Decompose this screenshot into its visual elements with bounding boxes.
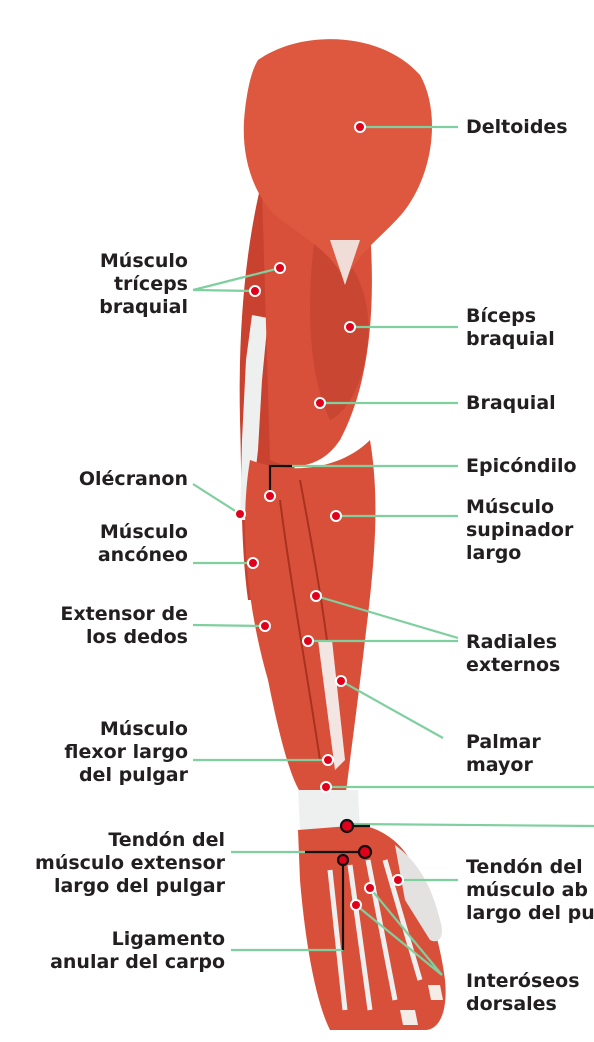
label-line: supinador: [466, 519, 573, 542]
label-triceps: Músculo tríceps braquial: [70, 250, 188, 319]
label-line: Tendón del: [0, 829, 225, 852]
dot-flexor: [323, 755, 333, 765]
label-line: Braquial: [466, 392, 556, 415]
dot-palmar: [336, 676, 346, 686]
leader-olecranon: [193, 484, 240, 514]
dot-olecranon: [235, 509, 245, 519]
label-line: tríceps: [70, 273, 188, 296]
label-palmar: Palmar mayor: [466, 731, 541, 777]
label-line: externos: [466, 654, 560, 677]
label-line: los dedos: [20, 626, 188, 649]
leader-triceps-2: [193, 290, 255, 291]
dot-braquial: [315, 398, 325, 408]
label-line: flexor largo: [20, 741, 188, 764]
label-line: músculo extensor: [0, 852, 225, 875]
dot-biceps: [345, 322, 355, 332]
label-line: Bíceps: [466, 305, 555, 328]
label-line: Palmar: [466, 731, 541, 754]
dot-ligament-black: [341, 820, 353, 832]
dot-tendon-extensor: [359, 846, 371, 858]
leader-offscreen-2: [347, 824, 594, 826]
dot-extensor: [260, 621, 270, 631]
label-line: del pulgar: [20, 764, 188, 787]
label-line: Olécranon: [40, 468, 188, 491]
label-line: mayor: [466, 754, 541, 777]
label-line: Músculo: [70, 250, 188, 273]
label-line: Interóseos: [466, 970, 580, 993]
label-radiales: Radiales externos: [466, 631, 560, 677]
label-interoseos: Interóseos dorsales: [466, 970, 580, 1016]
label-line: Ligamento: [0, 928, 225, 951]
label-anconeo: Músculo ancóneo: [40, 521, 188, 567]
label-epicondilo: Epicóndilo: [466, 455, 577, 478]
dot-ligamento: [338, 855, 348, 865]
label-line: dorsales: [466, 993, 580, 1016]
label-line: Epicóndilo: [466, 455, 577, 478]
dot-interoseos-1: [365, 883, 375, 893]
label-line: Músculo: [466, 496, 573, 519]
label-extensor-dedos: Extensor de los dedos: [20, 603, 188, 649]
label-line: ancóneo: [40, 544, 188, 567]
dot-anconeo: [248, 558, 258, 568]
dot-supinador: [331, 511, 341, 521]
dot-tendon-abductor: [393, 875, 403, 885]
label-flexor-pulgar: Músculo flexor largo del pulgar: [20, 718, 188, 787]
label-braquial: Braquial: [466, 392, 556, 415]
dot-deltoides: [355, 122, 365, 132]
label-line: Extensor de: [20, 603, 188, 626]
dot-interoseos-2: [351, 900, 361, 910]
label-line: largo del pulgar: [0, 875, 225, 898]
dot-epicondilo: [265, 491, 275, 501]
label-line: largo del pu: [466, 902, 594, 925]
label-line: músculo ab: [466, 879, 594, 902]
dot-radiales-1: [311, 591, 321, 601]
label-tendon-extensor: Tendón del músculo extensor largo del pu…: [0, 829, 225, 898]
label-olecranon: Olécranon: [40, 468, 188, 491]
label-deltoides: Deltoides: [466, 116, 568, 139]
label-tendon-abductor: Tendón del músculo ab largo del pu: [466, 856, 594, 925]
label-line: largo: [466, 542, 573, 565]
dot-triceps-1: [275, 263, 285, 273]
leader-extensor: [193, 625, 265, 626]
label-biceps: Bíceps braquial: [466, 305, 555, 351]
dot-radiales-2: [303, 636, 313, 646]
label-line: Tendón del: [466, 856, 594, 879]
label-supinador: Músculo supinador largo: [466, 496, 573, 565]
label-ligamento: Ligamento anular del carpo: [0, 928, 225, 974]
label-line: Músculo: [20, 718, 188, 741]
label-line: Músculo: [40, 521, 188, 544]
dot-wrist: [321, 782, 331, 792]
dot-triceps-2: [250, 286, 260, 296]
label-line: anular del carpo: [0, 951, 225, 974]
label-line: braquial: [70, 296, 188, 319]
nail-1: [400, 1010, 418, 1025]
label-line: Radiales: [466, 631, 560, 654]
label-line: braquial: [466, 328, 555, 351]
label-line: Deltoides: [466, 116, 568, 139]
